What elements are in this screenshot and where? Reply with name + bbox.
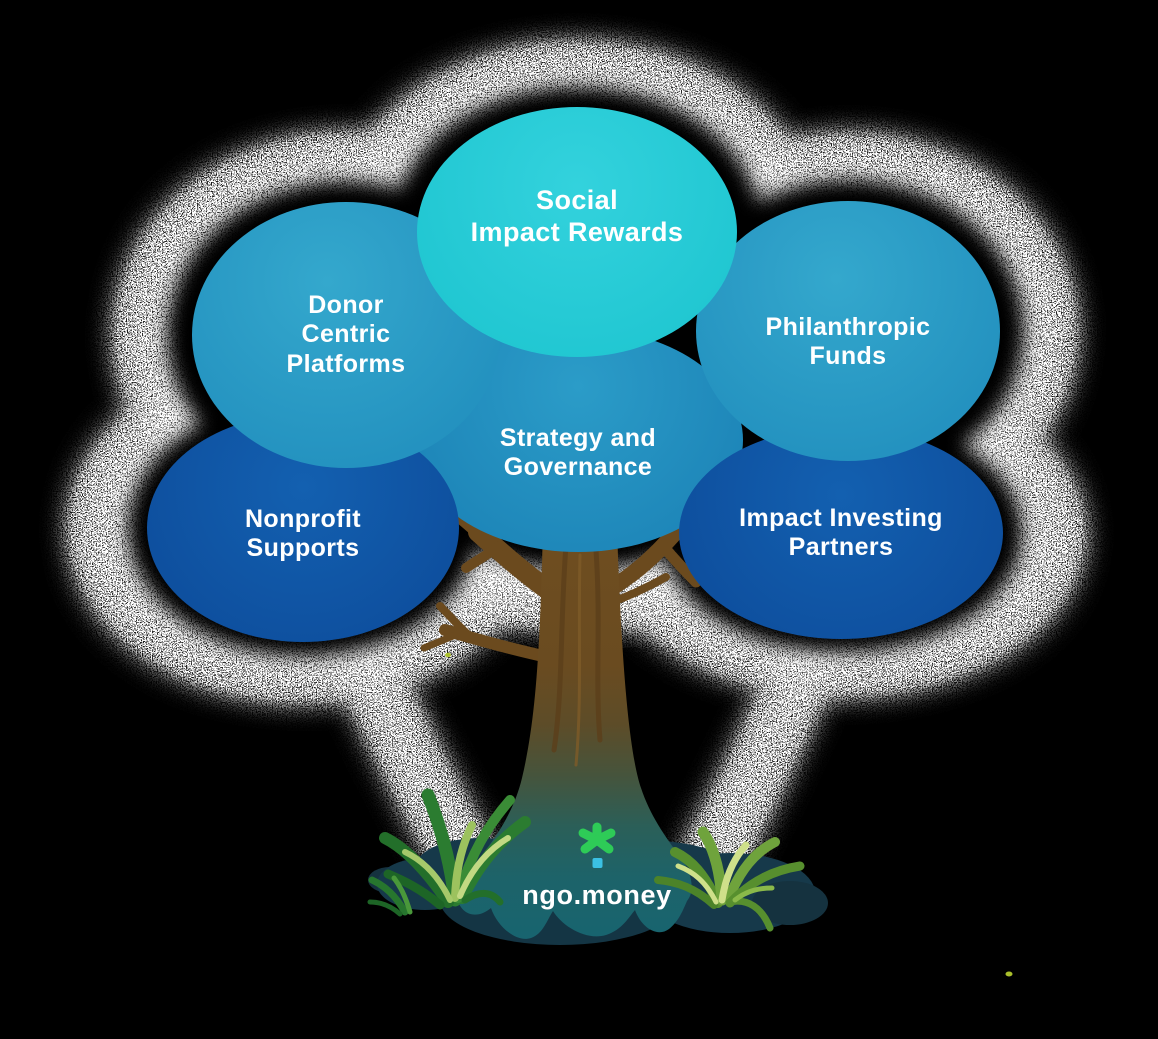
logo-dot xyxy=(592,858,603,868)
bubble-donor-centric-platforms: Donor Centric Platforms xyxy=(192,202,500,468)
bubble-label: Nonprofit Supports xyxy=(244,504,362,563)
bubble-label: Strategy and Governance xyxy=(499,423,657,482)
bubble-label: Donor Centric Platforms xyxy=(286,290,406,378)
bubble-label: Philanthropic Funds xyxy=(765,312,931,371)
brand-name: ngo.money xyxy=(522,880,672,910)
bubble-social-impact-rewards: Social Impact Rewards xyxy=(417,107,737,357)
trunk-bark-lines xyxy=(551,542,603,767)
leaf-specks xyxy=(445,652,1013,977)
bubble-label: Social Impact Rewards xyxy=(470,185,684,247)
bubble-label: Impact Investing Partners xyxy=(739,503,943,562)
brand-logo: ngo.money xyxy=(497,820,697,911)
grass-tuft-left xyxy=(367,788,531,917)
asterisk-logo-icon xyxy=(578,822,616,868)
bubble-impact-investing-partners: Impact Investing Partners xyxy=(679,427,1003,639)
grass-tuft-right xyxy=(654,826,805,932)
bubble-philanthropic-funds: Philanthropic Funds xyxy=(696,201,1000,461)
